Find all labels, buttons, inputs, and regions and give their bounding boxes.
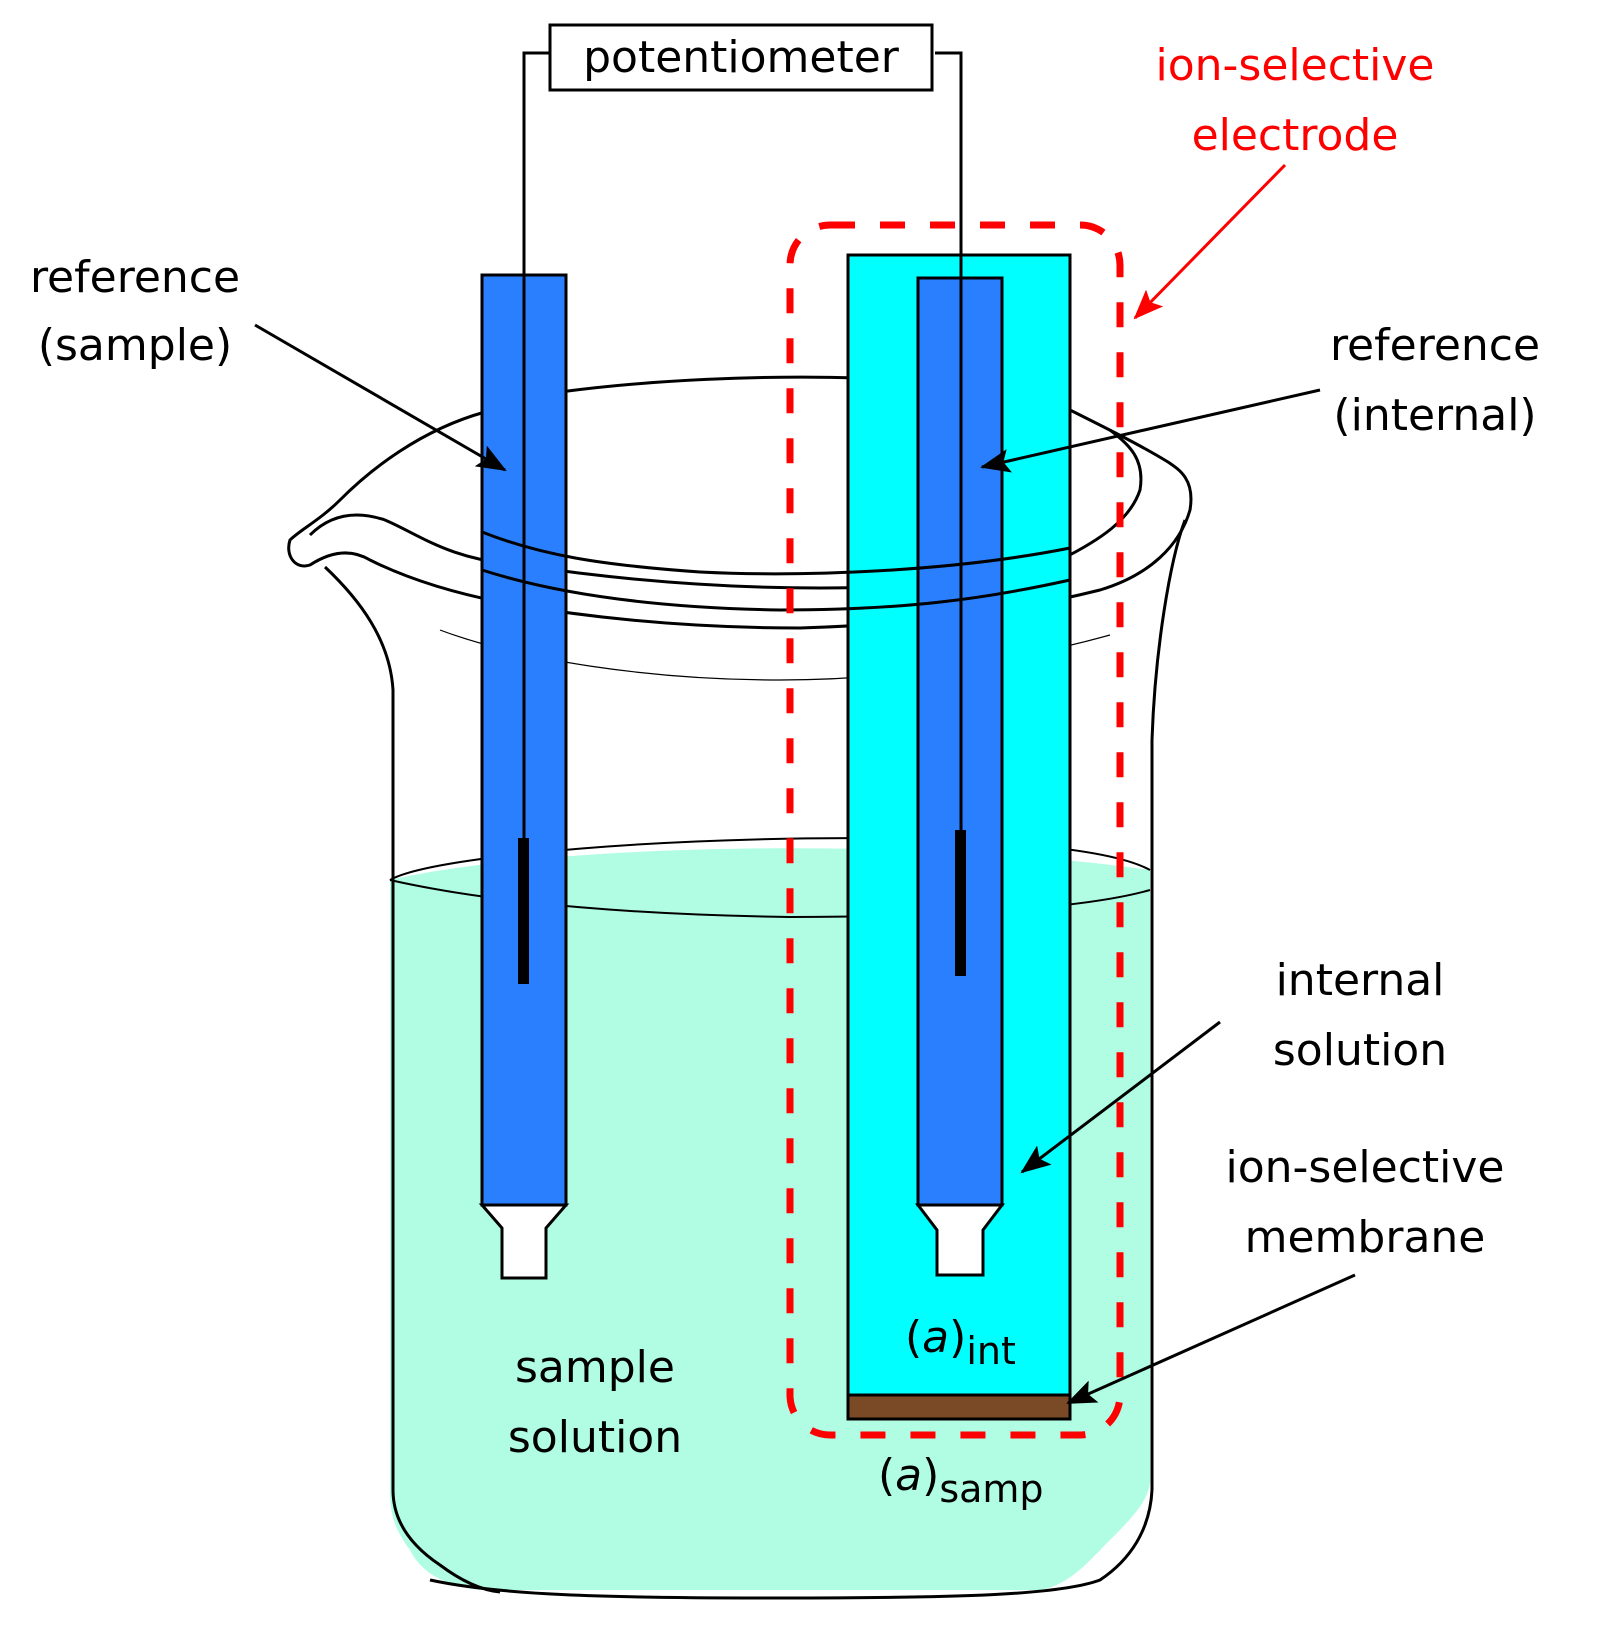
wire-right xyxy=(935,51,963,830)
beaker-bottom xyxy=(429,1489,1154,1600)
beaker-rim-back xyxy=(559,375,861,394)
svg-text:reference: reference xyxy=(1330,320,1540,371)
ion-selective-electrode[interactable] xyxy=(846,253,1072,1421)
svg-text:(sample): (sample) xyxy=(38,320,232,371)
rim-front-over xyxy=(481,530,1071,576)
wires xyxy=(522,51,963,838)
svg-text:solution: solution xyxy=(1273,1025,1447,1076)
beaker-right-wall xyxy=(1150,519,1187,1490)
potentiometer-box xyxy=(548,23,934,92)
svg-text:reference: reference xyxy=(30,252,240,303)
label-ion-selective-membrane: ion-selective membrane xyxy=(1066,1142,1505,1405)
svg-text:(a)samp: (a)samp xyxy=(878,1450,1044,1511)
beaker-rim-outer xyxy=(287,408,1193,630)
label-activity-sample: (a)samp xyxy=(878,1450,1044,1511)
label-reference-internal: reference (internal) xyxy=(980,320,1540,473)
reference-internal-element xyxy=(955,830,966,976)
svg-text:(internal): (internal) xyxy=(1333,390,1536,441)
svg-text:electrode: electrode xyxy=(1192,110,1399,161)
svg-text:solution: solution xyxy=(508,1412,682,1463)
label-sample-solution: sample solution xyxy=(508,1342,682,1463)
rim-outer-over xyxy=(481,568,1071,612)
label-internal-solution: internal solution xyxy=(1020,955,1447,1174)
ise-highlight-box xyxy=(786,221,1124,1439)
potentiometer[interactable]: potentiometer xyxy=(548,23,934,92)
liquid-surface-back xyxy=(389,837,1151,881)
label-activity-internal: (a)int xyxy=(905,1312,1016,1373)
label-reference-sample: reference (sample) xyxy=(30,252,507,472)
reference-sample-element xyxy=(518,838,529,984)
reference-internal-frit xyxy=(914,1203,1006,1277)
reference-sample-frit xyxy=(478,1203,570,1280)
svg-text:ion-selective: ion-selective xyxy=(1226,1142,1505,1193)
svg-text:membrane: membrane xyxy=(1245,1212,1486,1263)
ion-selective-membrane-shape xyxy=(846,1393,1072,1421)
svg-text:internal: internal xyxy=(1276,955,1445,1006)
svg-text:sample: sample xyxy=(515,1342,675,1393)
wire-left xyxy=(522,51,550,838)
label-ion-selective-electrode: ion-selective electrode xyxy=(1133,40,1435,320)
svg-text:ion-selective: ion-selective xyxy=(1156,40,1435,91)
beaker-left-wall xyxy=(323,565,501,1594)
beaker-rim-inner xyxy=(308,428,1143,590)
potentiometer-label: potentiometer xyxy=(583,32,900,83)
svg-text:(a)int: (a)int xyxy=(905,1312,1016,1373)
